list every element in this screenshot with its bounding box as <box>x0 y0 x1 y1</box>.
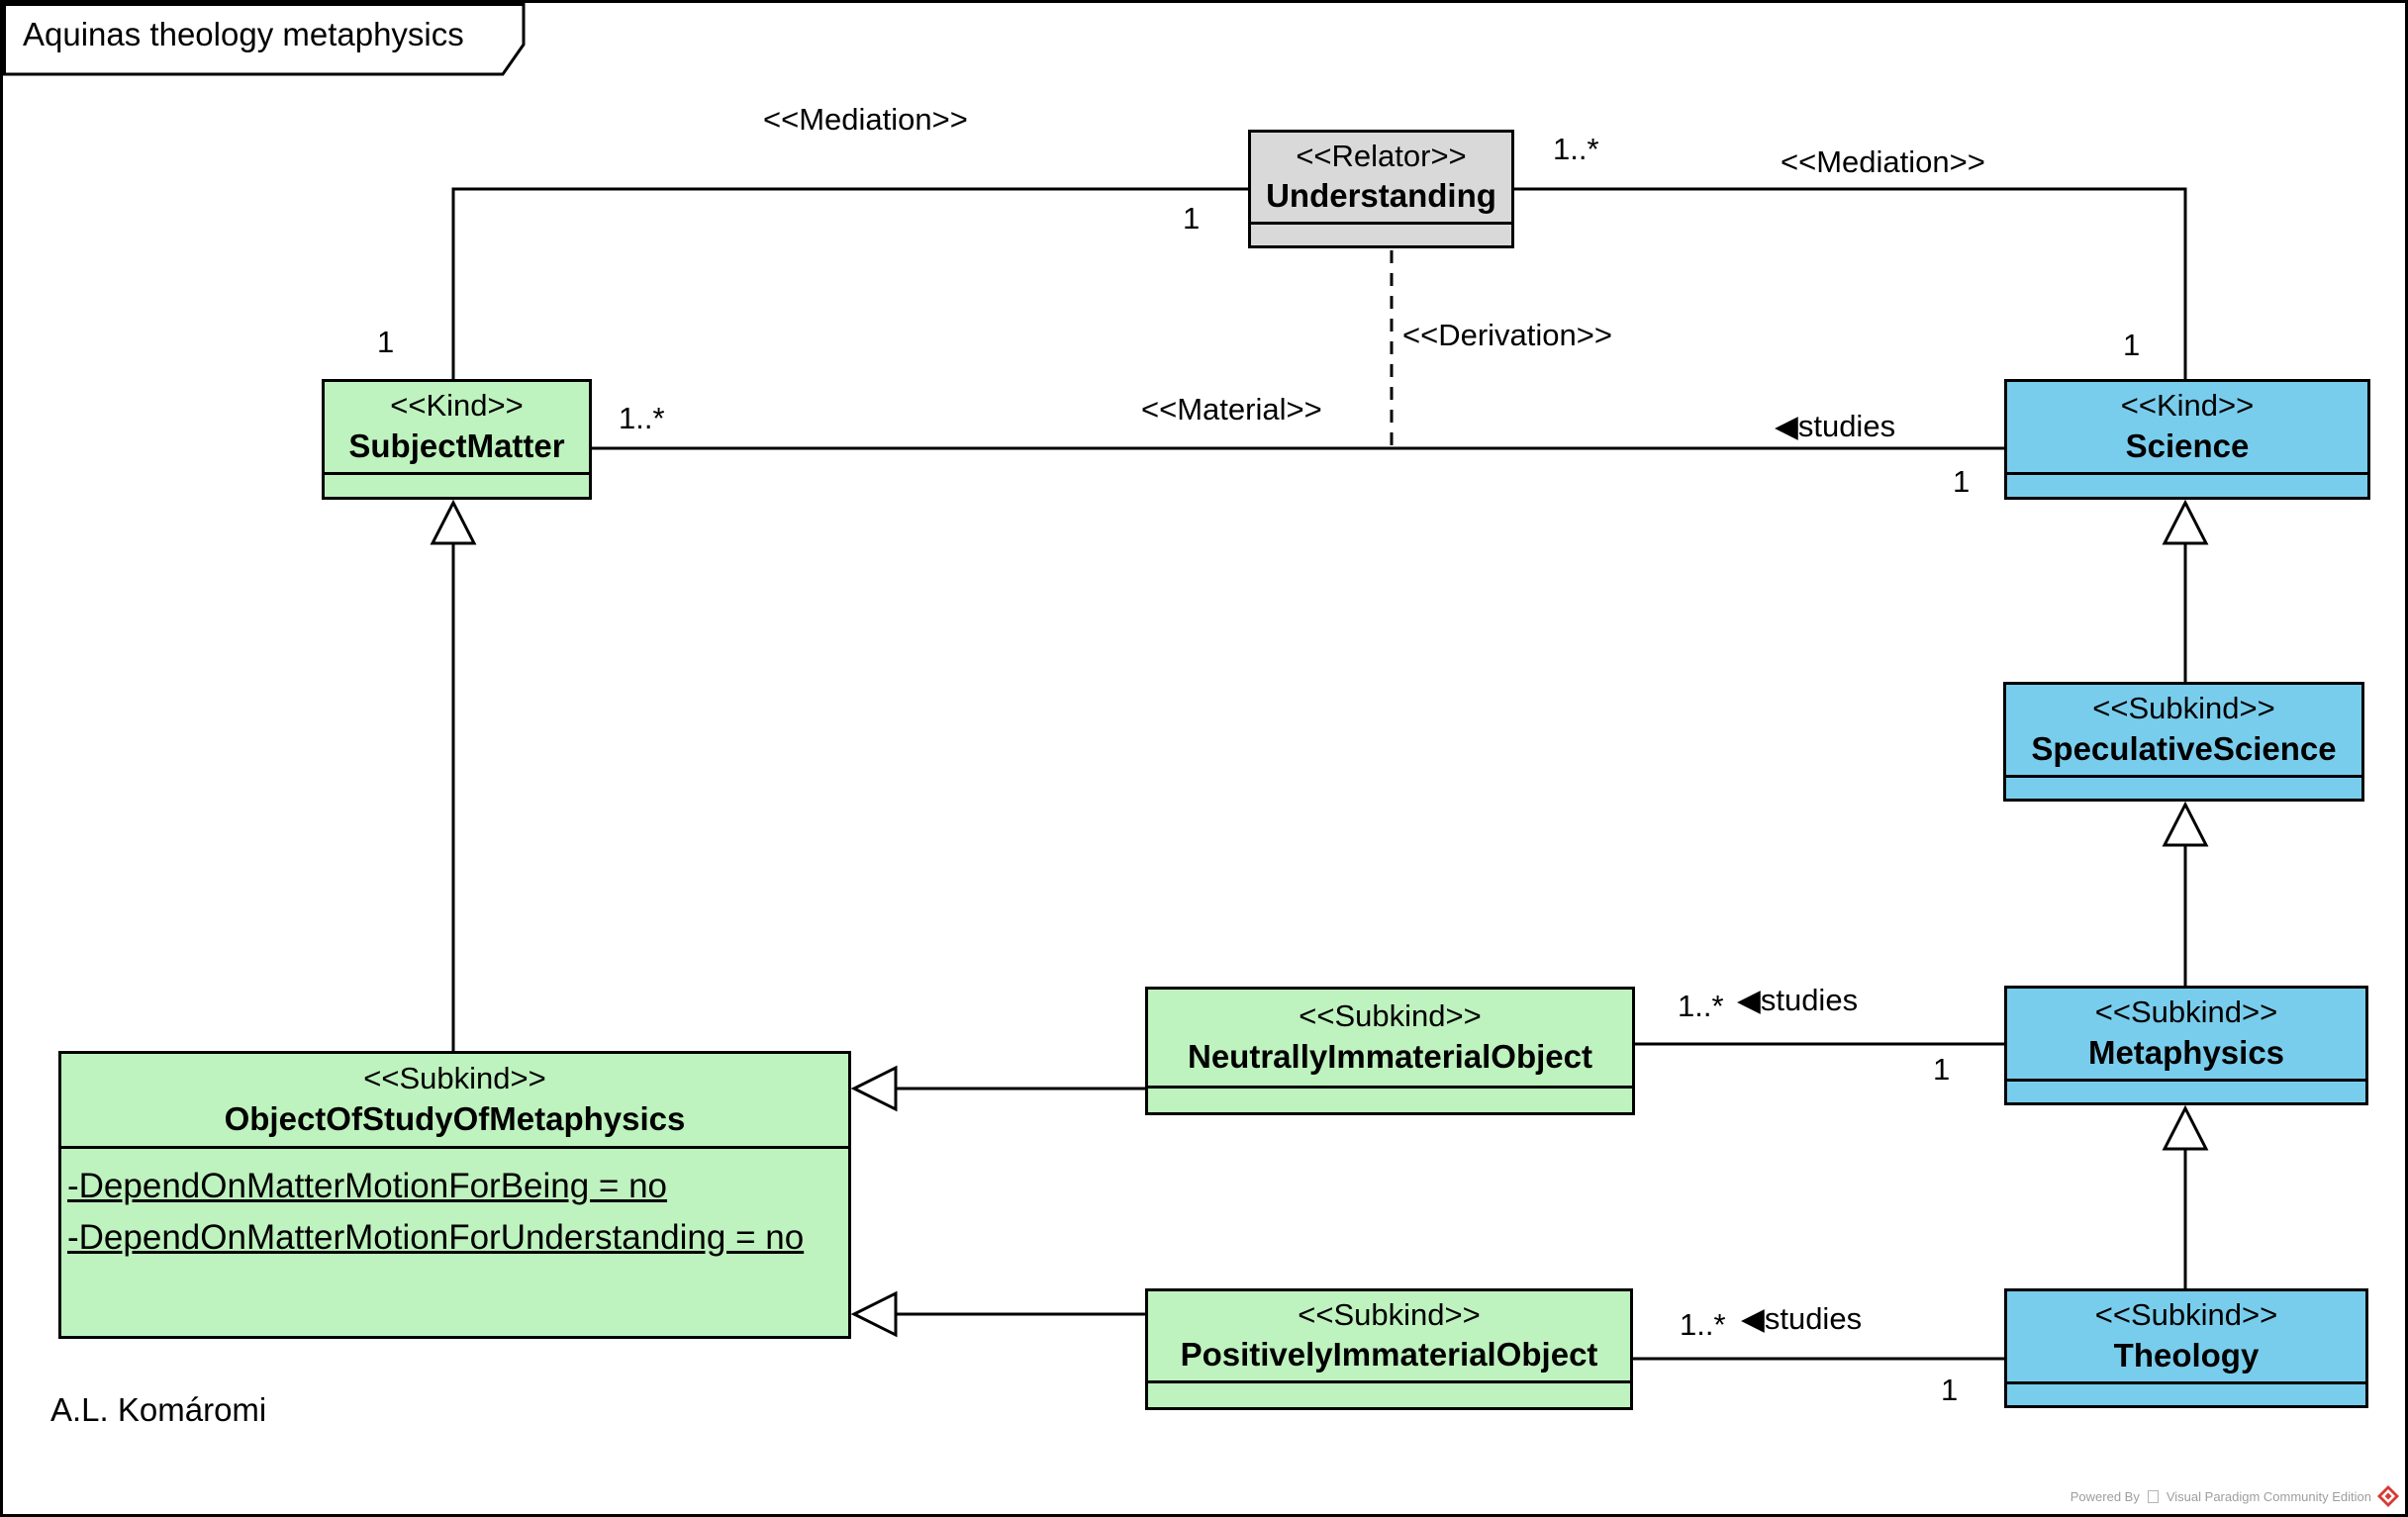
studies-theology-label: ◀studies <box>1741 1301 1863 1336</box>
class-name-compartment: <<Subkind>> ObjectOfStudyOfMetaphysics <box>61 1054 848 1146</box>
class-name: SpeculativeScience <box>2031 729 2337 767</box>
mediation-right-label: <<Mediation>> <box>1781 144 1985 179</box>
class-stereotype: <<Subkind>> <box>2094 1297 2278 1333</box>
class-name: NeutrallyImmaterialObject <box>1188 1037 1592 1075</box>
multiplicity-subjectmatter-studies: 1..* <box>619 401 665 435</box>
attributes-compartment <box>1148 1086 1632 1112</box>
multiplicity-neutrally-studies: 1..* <box>1678 989 1724 1023</box>
class-attribute: -DependOnMatterMotionForUnderstanding = … <box>67 1218 805 1257</box>
attributes-compartment <box>325 472 589 497</box>
class-science[interactable]: <<Kind>> Science <box>2004 379 2370 500</box>
class-speculativescience[interactable]: <<Subkind>> SpeculativeScience <box>2003 682 2364 802</box>
class-stereotype: <<Kind>> <box>390 388 524 424</box>
multiplicity-theology-studies: 1 <box>1941 1373 1959 1407</box>
title-tab-shape <box>3 3 526 76</box>
class-metaphysics[interactable]: <<Subkind>> Metaphysics <box>2004 986 2368 1105</box>
class-name-compartment: <<Subkind>> NeutrallyImmaterialObject <box>1148 990 1632 1086</box>
author-label: A.L. Komáromi <box>50 1391 267 1428</box>
visual-paradigm-logo-icon <box>2377 1485 2399 1507</box>
missing-glyph-box <box>2147 1489 2159 1503</box>
attributes-compartment <box>2007 472 2367 497</box>
multiplicity-science-studies: 1 <box>1953 464 1971 499</box>
multiplicity-positively-studies: 1..* <box>1680 1307 1726 1342</box>
class-name: ObjectOfStudyOfMetaphysics <box>224 1099 686 1137</box>
attributes-compartment <box>1251 222 1511 245</box>
class-name: Theology <box>2113 1336 2260 1374</box>
attributes-compartment <box>2007 1079 2365 1102</box>
class-neutrallyimmaterialobject[interactable]: <<Subkind>> NeutrallyImmaterialObject <box>1145 987 1635 1115</box>
multiplicity-subjectmatter-mediation: 1 <box>377 325 395 359</box>
class-name-compartment: <<Relator>> Understanding <box>1251 133 1511 222</box>
class-name: Science <box>2125 427 2250 464</box>
class-stereotype: <<Relator>> <box>1296 138 1467 173</box>
class-name-compartment: <<Subkind>> PositivelyImmaterialObject <box>1148 1291 1630 1380</box>
class-name: Metaphysics <box>2087 1033 2285 1071</box>
class-stereotype: <<Subkind>> <box>363 1061 546 1096</box>
class-stereotype: <<Subkind>> <box>1299 998 1482 1034</box>
class-name-compartment: <<Kind>> SubjectMatter <box>325 382 589 472</box>
studies-metaphysics-label: ◀studies <box>1737 983 1859 1017</box>
class-attribute: -DependOnMatterMotionForBeing = no <box>67 1167 668 1205</box>
class-name: PositivelyImmaterialObject <box>1180 1336 1598 1374</box>
class-name-compartment: <<Subkind>> SpeculativeScience <box>2006 685 2361 775</box>
generalization-arrow-metaphysics[interactable] <box>2162 1104 2209 1151</box>
class-objectofstudyofmetaphysics[interactable]: <<Subkind>> ObjectOfStudyOfMetaphysics -… <box>58 1051 851 1339</box>
generalization-arrow-science[interactable] <box>2162 499 2209 545</box>
powered-by-footer: Powered By Visual Paradigm Community Edit… <box>2071 1485 2399 1507</box>
generalization-arrow-objectofstudy-bottom[interactable] <box>850 1290 898 1338</box>
generalization-arrow-speculative[interactable] <box>2162 801 2209 847</box>
class-stereotype: <<Subkind>> <box>2092 691 2275 726</box>
powered-by-product: Visual Paradigm Community Edition <box>2166 1488 2371 1504</box>
class-name: Understanding <box>1266 177 1496 215</box>
generalization-arrow-subjectmatter[interactable] <box>430 499 477 545</box>
class-stereotype: <<Kind>> <box>2120 388 2255 424</box>
class-positivelyimmaterialobject[interactable]: <<Subkind>> PositivelyImmaterialObject <box>1145 1288 1633 1410</box>
generalization-arrow-objectofstudy-top[interactable] <box>850 1065 898 1112</box>
multiplicity-science-mediation: 1 <box>2123 328 2141 362</box>
derivation-label: <<Derivation>> <box>1402 318 1612 352</box>
class-stereotype: <<Subkind>> <box>1298 1296 1481 1332</box>
class-stereotype: <<Subkind>> <box>2094 995 2278 1030</box>
class-theology[interactable]: <<Subkind>> Theology <box>2004 1288 2368 1408</box>
class-name: SubjectMatter <box>348 427 565 464</box>
powered-by-text: Powered By <box>2070 1488 2140 1504</box>
class-subjectmatter[interactable]: <<Kind>> SubjectMatter <box>322 379 592 500</box>
attributes-compartment <box>1148 1380 1630 1407</box>
attributes-compartment <box>2006 775 2361 799</box>
diagram-title: Aquinas theology metaphysics <box>23 16 464 52</box>
multiplicity-understanding-mediation-left: 1 <box>1183 201 1201 236</box>
edges-layer <box>430 187 2209 1361</box>
class-name-compartment: <<Subkind>> Metaphysics <box>2007 989 2365 1079</box>
mediation-left-line[interactable] <box>451 187 1248 379</box>
mediation-left-label: <<Mediation>> <box>763 102 968 137</box>
multiplicity-metaphysics-studies: 1 <box>1933 1052 1951 1087</box>
material-label: <<Material>> <box>1141 392 1322 427</box>
attributes-compartment <box>2007 1381 2365 1405</box>
mediation-right-line[interactable] <box>1514 187 2187 379</box>
attributes-compartment: -DependOnMatterMotionForBeing = no -Depe… <box>61 1146 848 1336</box>
class-name-compartment: <<Kind>> Science <box>2007 382 2367 472</box>
class-understanding[interactable]: <<Relator>> Understanding <box>1248 130 1514 248</box>
studies-main-label: ◀studies <box>1775 409 1896 443</box>
multiplicity-understanding-mediation-right: 1..* <box>1553 132 1599 166</box>
class-name-compartment: <<Subkind>> Theology <box>2007 1291 2365 1381</box>
